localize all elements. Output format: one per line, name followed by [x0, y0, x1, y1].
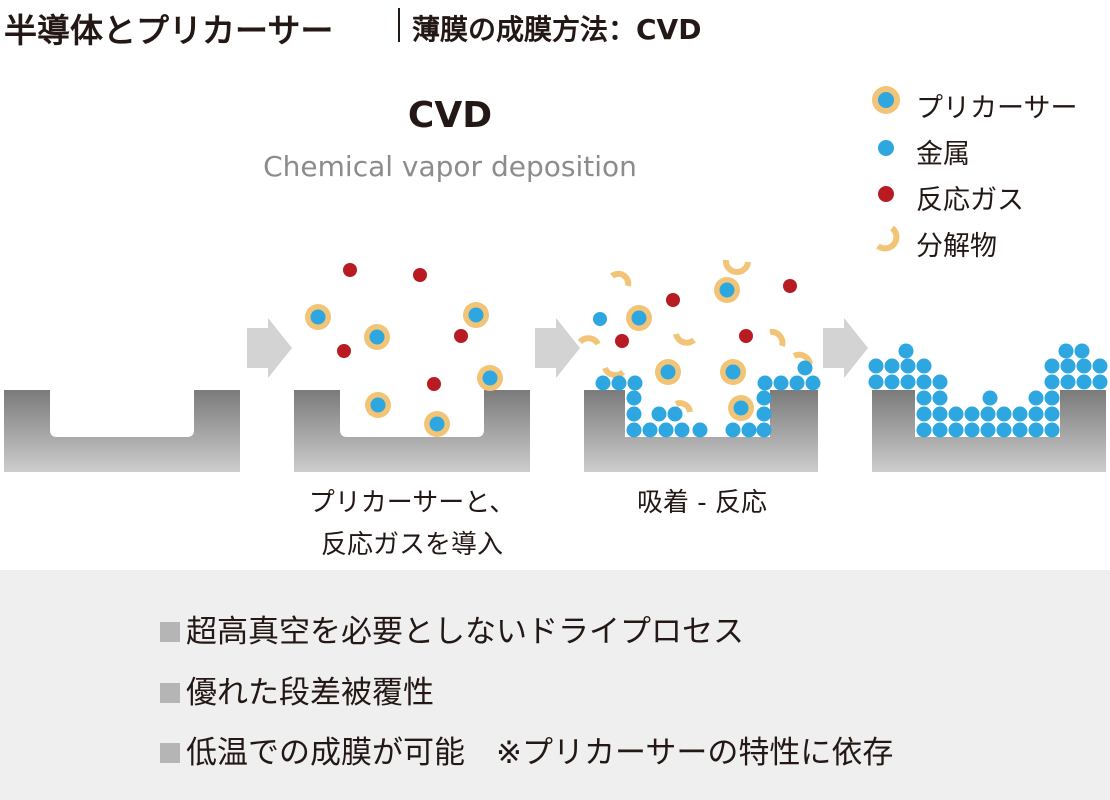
square-bullet-icon	[160, 743, 180, 763]
page-subtitle: 薄膜の成膜方法：CVD	[412, 13, 702, 46]
caption-line: 反応ガスを導入	[320, 530, 503, 560]
feature-label: 超高真空を必要としないドライプロセス	[186, 614, 744, 650]
decomposition-icon	[876, 225, 900, 252]
feature-item: 優れた段差被覆性	[160, 667, 434, 712]
precursor-icon	[872, 86, 900, 114]
header-divider	[398, 8, 400, 42]
arrow-icon	[247, 318, 292, 378]
stage-3-particles	[577, 259, 821, 438]
legend-label: 分解物	[916, 231, 997, 262]
header: 半導体とプリカーサー 薄膜の成膜方法：CVD	[0, 0, 1110, 52]
square-bullet-icon	[160, 683, 180, 703]
feature-item: 超高真空を必要としないドライプロセス	[160, 606, 744, 651]
caption-line: プリカーサーと、	[308, 488, 516, 518]
stage-4-film	[868, 343, 1108, 438]
caption-line: 吸着 - 反応	[637, 488, 767, 518]
legend-label: 金属	[916, 139, 970, 170]
substrate-stage-4	[872, 390, 1106, 472]
step-caption-2: 吸着 - 反応	[584, 482, 820, 524]
legend-label: プリカーサー	[916, 93, 1078, 124]
reaction-gas-icon	[878, 186, 894, 202]
features-panel: 超高真空を必要としないドライプロセス 優れた段差被覆性 低温での成膜が可能 ※プ…	[0, 570, 1110, 800]
legend-label: 反応ガス	[916, 185, 1024, 216]
diagram-subtitle: Chemical vapor deposition	[263, 150, 637, 183]
feature-label: 優れた段差被覆性	[186, 675, 434, 711]
cvd-process-diagram	[4, 259, 1108, 472]
arrow-icon	[823, 318, 868, 378]
diagram-title: CVD	[407, 95, 493, 136]
page-title: 半導体とプリカーサー	[4, 11, 334, 50]
substrate-stage-2	[294, 390, 530, 472]
arrow-icon	[535, 318, 580, 378]
metal-icon	[878, 140, 894, 156]
substrate-stage-1	[4, 390, 240, 472]
square-bullet-icon	[160, 622, 180, 642]
stage-2-particles	[305, 263, 503, 437]
step-caption-1: プリカーサーと、 反応ガスを導入	[294, 482, 530, 566]
substrate-stage-3	[584, 390, 818, 472]
feature-item: 低温での成膜が可能 ※プリカーサーの特性に依存	[160, 727, 893, 772]
feature-label: 低温での成膜が可能 ※プリカーサーの特性に依存	[186, 735, 894, 771]
